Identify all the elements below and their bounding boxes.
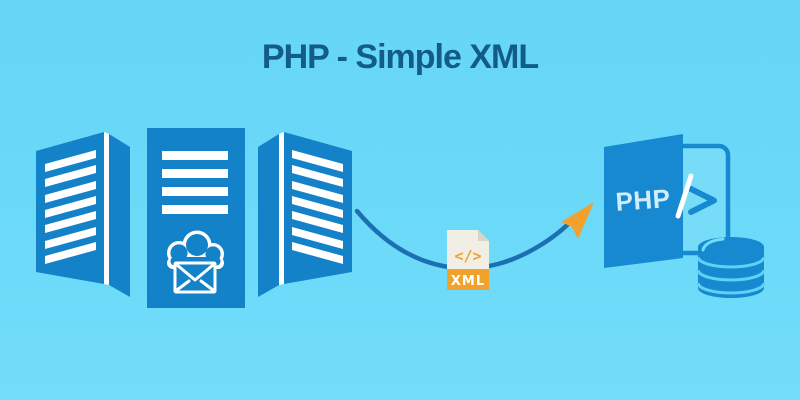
envelope-icon	[173, 261, 217, 294]
server-left-icon	[36, 132, 130, 297]
server-stripes	[162, 151, 228, 214]
slash-glyph	[675, 173, 694, 219]
code-glyph: </>	[454, 247, 481, 265]
greater-than-glyph	[688, 186, 717, 215]
flow-arrow-icon	[354, 202, 594, 271]
php-folder-icon: PHP	[604, 134, 766, 298]
server-cluster	[36, 128, 352, 308]
xml-file-label: XML	[451, 274, 485, 289]
xml-file-icon: </> XML	[447, 230, 489, 290]
server-right-icon	[258, 132, 352, 297]
php-label: PHP	[615, 183, 672, 217]
arrowhead-icon	[561, 202, 594, 239]
database-icon	[696, 237, 766, 298]
page-title: PHP - Simple XML	[261, 38, 539, 76]
server-middle-icon	[147, 128, 245, 308]
